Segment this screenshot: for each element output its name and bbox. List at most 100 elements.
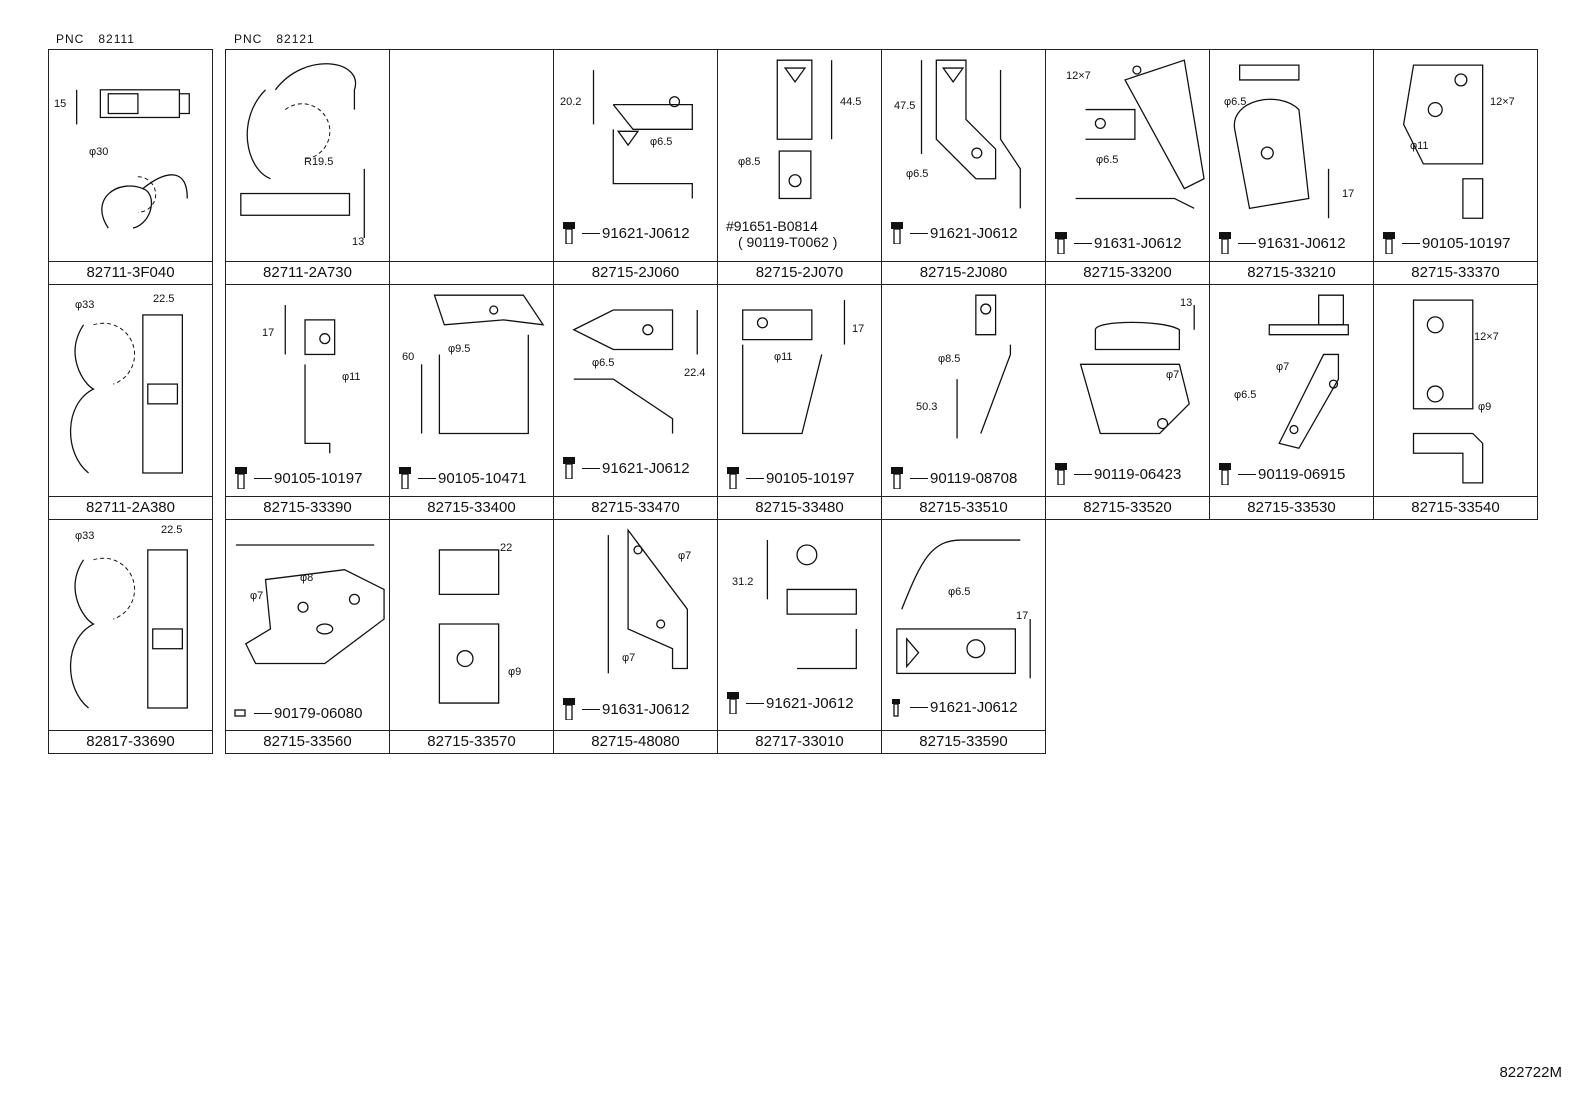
part-cell-82715-33210: φ6.5 17 91631-J0612 82715-33210 — [1209, 49, 1374, 285]
bracket-drawing — [1075, 59, 1205, 209]
part-number: 82715-33200 — [1046, 261, 1209, 284]
part-cell-82715-33480: 17 φ11 90105-10197 82715-33480 — [717, 284, 882, 520]
diagram-code: 822722M — [1499, 1064, 1562, 1081]
fastener-callout: 90119-06915 — [1218, 463, 1345, 485]
bolt-icon — [891, 467, 903, 489]
bolt-icon — [1383, 232, 1395, 254]
dimension-label: φ7 — [250, 590, 264, 602]
dimension-label: φ6.5 — [948, 586, 971, 598]
part-cell-82817-33690: φ33 22.5 82817-33690 — [48, 519, 213, 754]
part-number: 82715-33470 — [554, 496, 717, 519]
dimension-label: R19.5 — [304, 156, 334, 168]
bracket-drawing — [742, 300, 846, 435]
dimension-label: φ7 — [1276, 361, 1290, 373]
part-cell-82715-33400: 60 φ9.5 90105-10471 82715-33400 — [389, 284, 554, 520]
part-number: 82715-33370 — [1374, 261, 1537, 284]
dimension-label: 17 — [1016, 610, 1029, 622]
part-number: 82711-3F040 — [49, 261, 212, 284]
part-cell-82715-33390: 17 φ11 90105-10197 82715-33390 — [225, 284, 390, 520]
dimension-label: φ8.5 — [938, 353, 961, 365]
dimension-label: φ9.5 — [448, 343, 471, 355]
part-number: 82715-48080 — [554, 730, 717, 753]
part-cell-82715-33520: 13 φ7 90119-06423 82715-33520 — [1045, 284, 1210, 520]
fastener-callout: 91621-J0612 — [890, 696, 1018, 718]
part-number: 82715-33390 — [226, 496, 389, 519]
dimension-label: 47.5 — [894, 100, 916, 112]
clamp-drawing — [240, 63, 365, 238]
part-number: 82715-33560 — [226, 730, 389, 753]
bolt-icon — [727, 467, 739, 489]
fastener-callout: 90105-10471 — [398, 467, 526, 489]
fastener-callout: 90119-06423 — [1054, 463, 1181, 485]
part-number: 82715-33590 — [882, 730, 1045, 753]
fastener-callout: 90179-06080 — [234, 702, 362, 724]
part-cell-82715-33200: 12×7 φ6.5 91631-J0612 82715-33200 — [1045, 49, 1210, 285]
dimension-label: 13 — [352, 236, 365, 248]
bracket-drawing — [420, 294, 545, 435]
dimension-label: φ11 — [1410, 140, 1429, 152]
dimension-label: φ9 — [508, 666, 522, 678]
part-cell-82715-33570: 22 φ9 82715-33570 — [389, 519, 554, 754]
hose-clamp-drawing — [69, 549, 188, 709]
fastener-callout: 90105-10197 — [1382, 232, 1510, 254]
part-cell-82715-2J060: 20.2 φ6.5 91621-J0612 82715-2J060 — [553, 49, 718, 285]
fastener-callout: 91631-J0612 — [1054, 232, 1182, 254]
part-number: 82715-33480 — [718, 496, 881, 519]
bolt-icon — [891, 222, 903, 244]
part-cell-82711-2A380: φ33 22.5 82711-2A380 — [48, 284, 213, 520]
bolt-icon — [1219, 463, 1231, 485]
bolt-icon — [1219, 232, 1231, 254]
part-cell-82715-33510: φ8.5 50.3 90119-08708 82715-33510 — [881, 284, 1046, 520]
dimension-label: 17 — [1342, 188, 1355, 200]
hose-clamp-drawing — [69, 314, 184, 474]
dimension-label: φ6.5 — [650, 136, 673, 148]
bracket-drawing — [607, 528, 689, 674]
dimension-label: 60 — [402, 351, 415, 363]
bolt-icon — [235, 467, 247, 489]
dimension-label: 44.5 — [840, 96, 862, 108]
dimension-label: 31.2 — [732, 576, 754, 588]
part-number: 82715-33540 — [1374, 496, 1537, 519]
bolt-icon — [1055, 463, 1067, 485]
fastener-callout: 91631-J0612 — [1218, 232, 1346, 254]
bracket-drawing — [1268, 294, 1349, 450]
part-number: 82817-33690 — [49, 730, 212, 753]
fastener-callout: 90105-10197 — [234, 467, 362, 489]
dimension-label: 50.3 — [916, 401, 938, 413]
part-number: 82715-2J060 — [554, 261, 717, 284]
bracket-drawing — [956, 294, 1012, 439]
dimension-label: φ33 — [75, 299, 95, 311]
dimension-label: φ6.5 — [1224, 96, 1247, 108]
bolt-icon — [234, 709, 246, 717]
part-number: 82715-33400 — [390, 496, 553, 519]
part-number: 82715-33210 — [1210, 261, 1373, 284]
bracket-drawing — [572, 309, 698, 434]
part-cell-82717-33010: 31.2 91621-J0612 82717-33010 — [717, 519, 882, 754]
fastener-callout: 91621-J0612 — [562, 457, 690, 479]
bolt-icon — [563, 222, 575, 244]
dimension-label: 22 — [500, 542, 513, 554]
part-number: 82715-33520 — [1046, 496, 1209, 519]
part-cell-empty — [389, 49, 554, 285]
part-number: 82717-33010 — [718, 730, 881, 753]
part-cell-82715-33590: φ6.5 17 91621-J0612 82715-33590 — [881, 519, 1046, 754]
fastener-callout: 91621-J0612 — [562, 222, 690, 244]
part-cell-82711-2A730: R19.5 13 82711-2A730 — [225, 49, 390, 285]
part-cell-82715-33530: φ7 φ6.5 90119-06915 82715-33530 — [1209, 284, 1374, 520]
part-cell-82715-33560: φ7 φ8 90179-06080 82715-33560 — [225, 519, 390, 754]
part-cell-82715-33470: φ6.5 22.4 91621-J0612 82715-33470 — [553, 284, 718, 520]
part-cell-82711-3F040: 15 φ30 82711-3F040 — [48, 49, 213, 285]
hose-clamp-drawing — [76, 89, 190, 229]
bracket-drawing — [920, 59, 1021, 209]
part-cell-82715-2J080: 47.5 φ6.5 91621-J0612 82715-2J080 — [881, 49, 1046, 285]
bracket-drawing — [896, 539, 1031, 679]
part-number — [390, 261, 553, 284]
dimension-label: φ33 — [75, 530, 95, 542]
bolt-icon — [892, 699, 900, 717]
part-cell-82715-48080: φ7 φ7 91631-J0612 82715-48080 — [553, 519, 718, 754]
dimension-label: φ6.5 — [592, 357, 615, 369]
dimension-label: φ8 — [300, 572, 314, 584]
dimension-label: 17 — [852, 323, 865, 335]
bracket-drawing — [1412, 299, 1484, 484]
